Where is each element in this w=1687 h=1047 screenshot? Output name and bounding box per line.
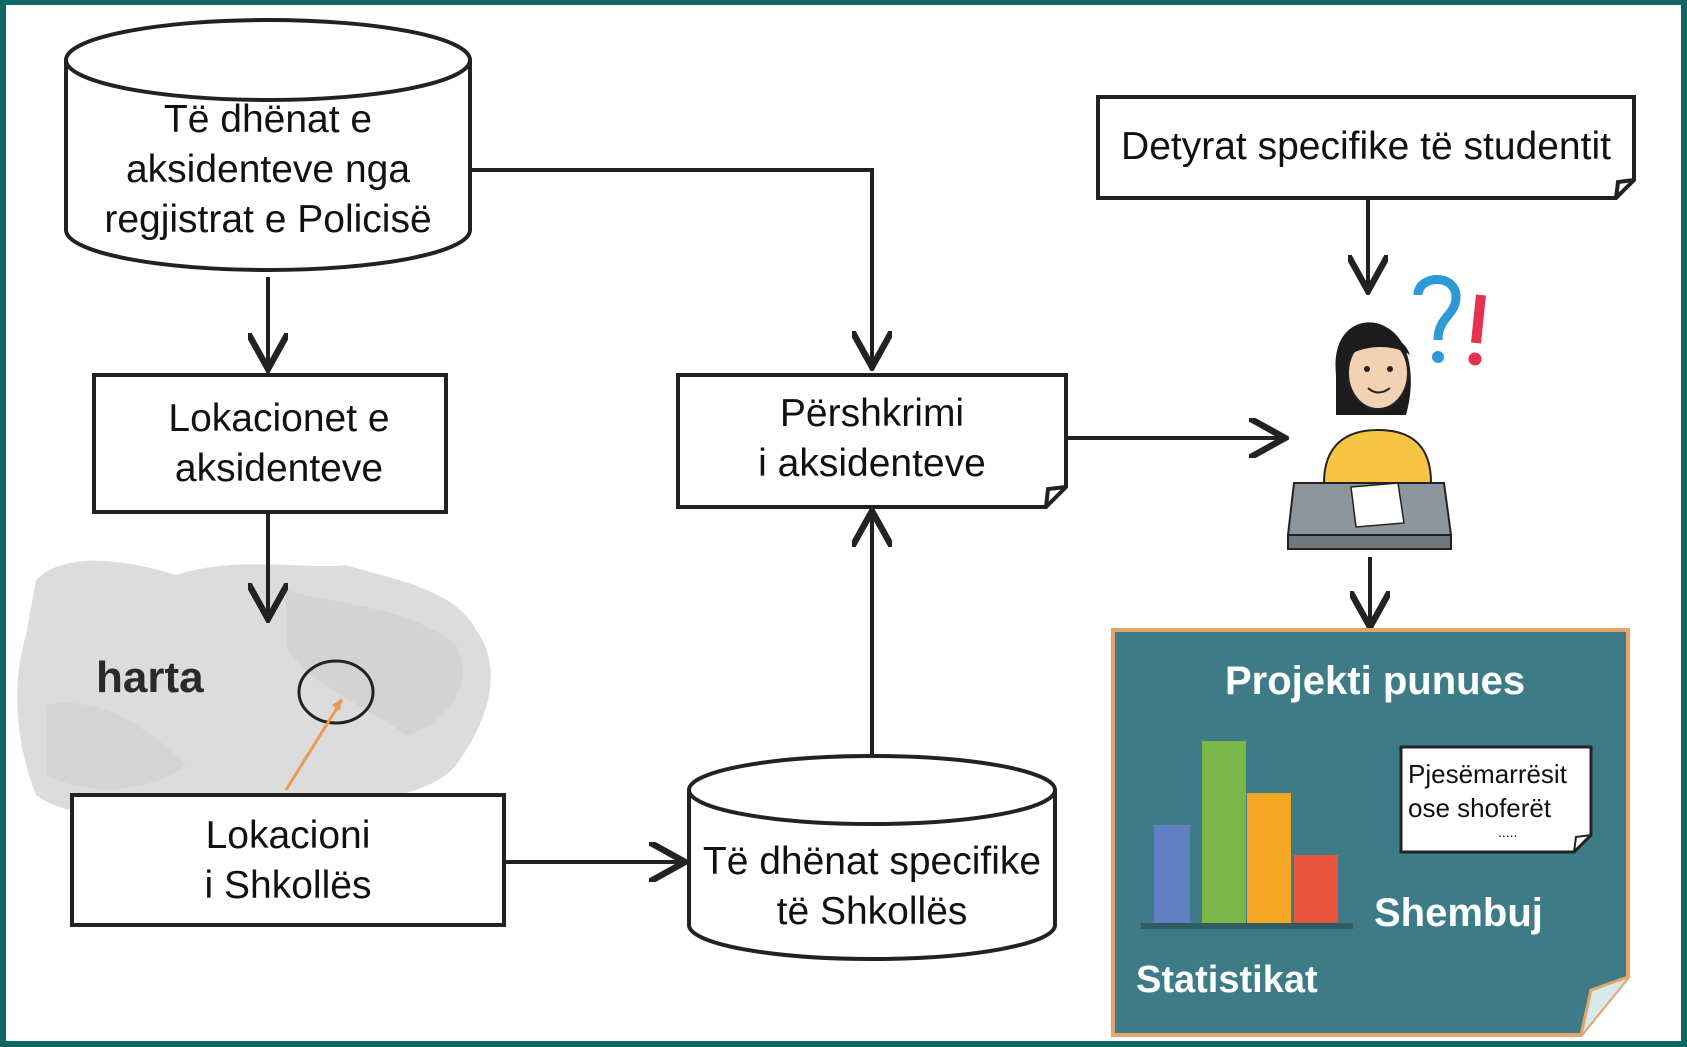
police-data-line-2: aksidenteve nga <box>125 148 411 191</box>
school-data-label: Të dhënat specifike të Shkollës <box>682 837 1062 937</box>
participants-note <box>1399 745 1593 854</box>
school-location-line-1: Lokacioni <box>205 814 371 857</box>
school-location-box <box>70 793 506 927</box>
accident-description-label: Përshkrimi i aksidenteve <box>678 389 1066 489</box>
participants-note-line-1: Pjesëmarrësit <box>1408 759 1567 789</box>
school-data-line-1: Të dhënat specifike <box>702 840 1042 883</box>
map-icon <box>17 560 491 815</box>
accident-locations-line-1: Lokacionet e <box>168 397 390 440</box>
accident-description-line-2: i aksidenteve <box>758 442 986 485</box>
accident-locations-label: Lokacionet e aksidenteve <box>94 394 464 494</box>
project-title: Projekti punues <box>1225 659 1526 703</box>
participants-note-line-2: ose shoferët <box>1408 793 1552 823</box>
flow-diagram <box>17 18 1636 1037</box>
student-tasks-box <box>1096 95 1636 200</box>
bar-chart-icon <box>1141 741 1353 929</box>
participants-note-text: Pjesëmarrësit ose shoferët ..... <box>1408 757 1567 839</box>
school-data-line-2: të Shkollës <box>776 890 968 933</box>
accident-description-box <box>676 373 1068 509</box>
question-mark-icon <box>1413 275 1461 341</box>
project-board <box>1111 628 1630 1037</box>
accident-locations-line-2: aksidenteve <box>174 447 384 490</box>
connectors <box>268 168 1370 862</box>
school-data-cylinder <box>687 754 1057 961</box>
police-data-line-1: Të dhënat e <box>163 98 373 141</box>
participants-note-line-3: ..... <box>1498 824 1518 840</box>
map-label: harta <box>96 653 204 702</box>
school-location-label: Lokacioni i Shkollës <box>72 811 504 911</box>
examples-label: Shembuj <box>1374 891 1543 935</box>
student-icon <box>1286 275 1486 550</box>
police-data-line-3: regjistrat e Policisë <box>104 198 432 241</box>
diagram-canvas: Të dhënat e aksidenteve nga regjistrat e… <box>6 5 1681 1041</box>
police-data-cylinder <box>64 18 472 272</box>
statistics-label: Statistikat <box>1136 959 1318 1001</box>
accident-description-line-1: Përshkrimi <box>779 392 965 435</box>
school-location-line-2: i Shkollës <box>204 864 372 907</box>
student-tasks-label: Detyrat specifike të studentit <box>1121 125 1611 168</box>
police-data-label: Të dhënat e aksidenteve nga regjistrat e… <box>68 95 468 245</box>
exclamation-mark-icon <box>1471 294 1486 344</box>
accident-locations-box <box>92 373 448 514</box>
